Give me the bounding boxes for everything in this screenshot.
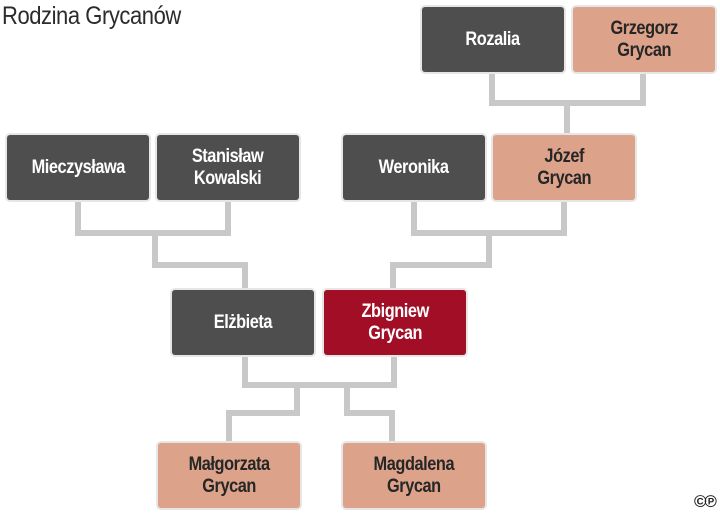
copyright-mark: ©℗ xyxy=(693,492,717,511)
person-stanislaw-kowalski: Stanisław Kowalski xyxy=(157,135,299,200)
person-zbigniew-grycan: Zbigniew Grycan xyxy=(324,290,466,355)
person-name: Zbigniew Grycan xyxy=(361,300,429,344)
person-name: Mieczysława xyxy=(31,156,125,178)
connector-weronika-jozef xyxy=(390,197,567,293)
person-name: Weronika xyxy=(379,156,449,178)
person-rozalia: Rozalia xyxy=(422,7,564,72)
person-mieczyslawa: Mieczysława xyxy=(7,135,149,200)
page-title: Rodzina Grycanów xyxy=(2,2,181,30)
person-name: Elżbieta xyxy=(213,311,273,333)
connector-elzbieta-zbigniew xyxy=(226,352,397,446)
person-weronika: Weronika xyxy=(343,135,485,200)
person-name: Rozalia xyxy=(465,28,521,50)
person-name: Stanisław Kowalski xyxy=(192,145,264,189)
connector-mieczyslawa-stanislaw xyxy=(75,197,248,293)
person-jozef-grycan: Józef Grycan xyxy=(493,135,635,200)
person-malgorzata-grycan: Małgorzata Grycan xyxy=(158,443,300,508)
person-name: Józef Grycan xyxy=(537,145,591,189)
connector-rozalia-grzegorz xyxy=(489,69,646,138)
person-magdalena-grycan: Magdalena Grycan xyxy=(343,443,485,508)
person-name: Małgorzata Grycan xyxy=(188,453,270,497)
person-name: Grzegorz Grycan xyxy=(610,17,678,61)
person-grzegorz-grycan: Grzegorz Grycan xyxy=(573,7,715,72)
person-elzbieta: Elżbieta xyxy=(172,290,314,355)
person-name: Magdalena Grycan xyxy=(373,453,455,497)
